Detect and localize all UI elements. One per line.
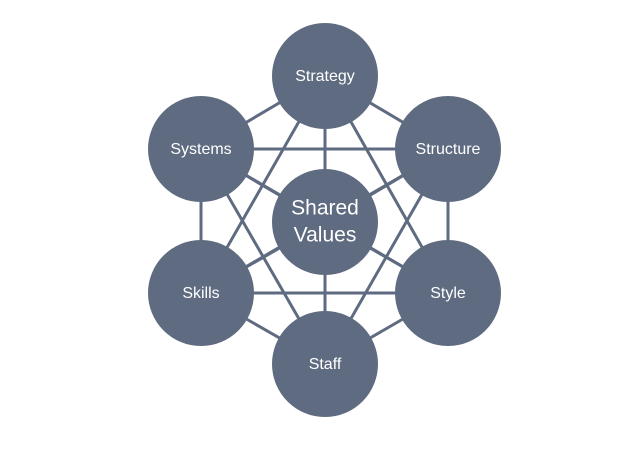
node-strategy: Strategy [272,23,378,129]
node-skills-circle [148,240,254,346]
node-style-label: Style [430,285,466,302]
node-structure-circle [395,96,501,202]
node-staff: Staff [272,311,378,417]
node-structure: Structure [395,96,501,202]
node-style-circle [395,240,501,346]
node-staff-label: Staff [309,356,342,373]
node-style: Style [395,240,501,346]
node-structure-label: Structure [416,141,481,158]
node-strategy-circle [272,23,378,129]
node-strategy-label: Strategy [295,68,355,85]
node-shared-values-circle [272,169,378,275]
node-systems-label: Systems [170,141,231,158]
node-systems: Systems [148,96,254,202]
node-shared-values-label-line1: Shared [291,197,359,220]
node-skills-label: Skills [182,285,219,302]
node-shared-values-label-line2: Values [294,224,357,247]
node-skills: Skills [148,240,254,346]
node-staff-circle [272,311,378,417]
node-systems-circle [148,96,254,202]
node-shared-values: Shared Values [272,169,378,275]
